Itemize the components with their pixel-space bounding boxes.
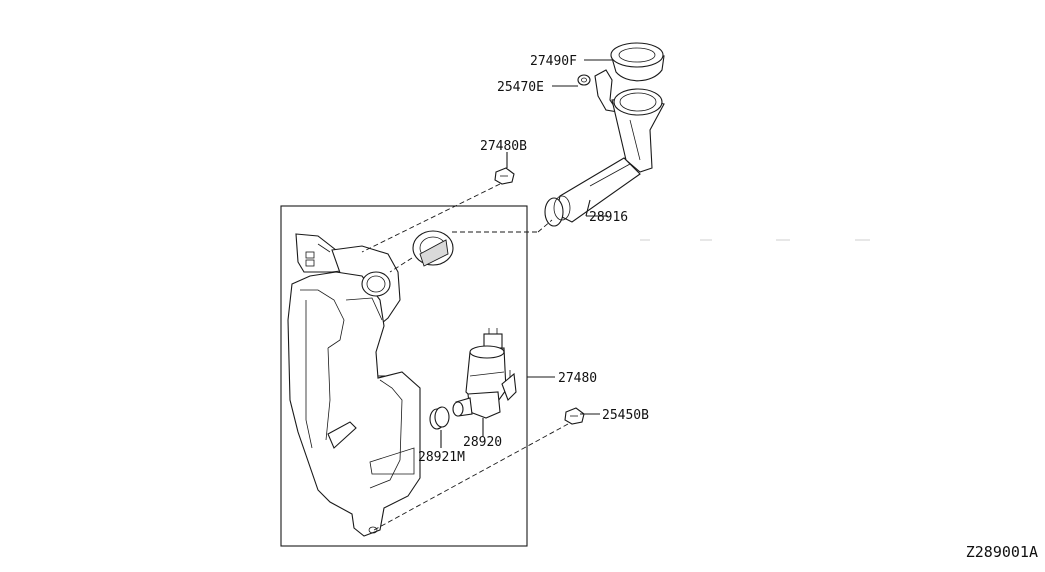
washer-tank [287, 233, 421, 537]
label-pump: 28920 [463, 435, 502, 450]
upper-bolt [494, 167, 515, 185]
label-cap: 27490F [530, 54, 577, 69]
washer-pump [452, 328, 517, 419]
assembly-dashed-lines [361, 183, 569, 531]
assembly-frame [280, 205, 528, 547]
filler-tube [544, 69, 665, 227]
clip [577, 74, 591, 86]
label-bolt-upper: 27480B [480, 139, 527, 154]
pump-grommet [429, 406, 450, 430]
lower-bolt [564, 407, 585, 425]
label-clip: 25470E [497, 80, 544, 95]
label-grommet: 28921M [418, 450, 465, 465]
filler-seal-grommet [412, 230, 454, 267]
label-bolt-lower: 25450B [602, 408, 649, 423]
label-tank-assembly: 27480 [558, 371, 597, 386]
filler-cap [610, 42, 665, 82]
label-filler-tube: 28916 [589, 210, 628, 225]
leader-lines [440, 59, 612, 448]
reference-code: Z289001A [966, 543, 1038, 561]
